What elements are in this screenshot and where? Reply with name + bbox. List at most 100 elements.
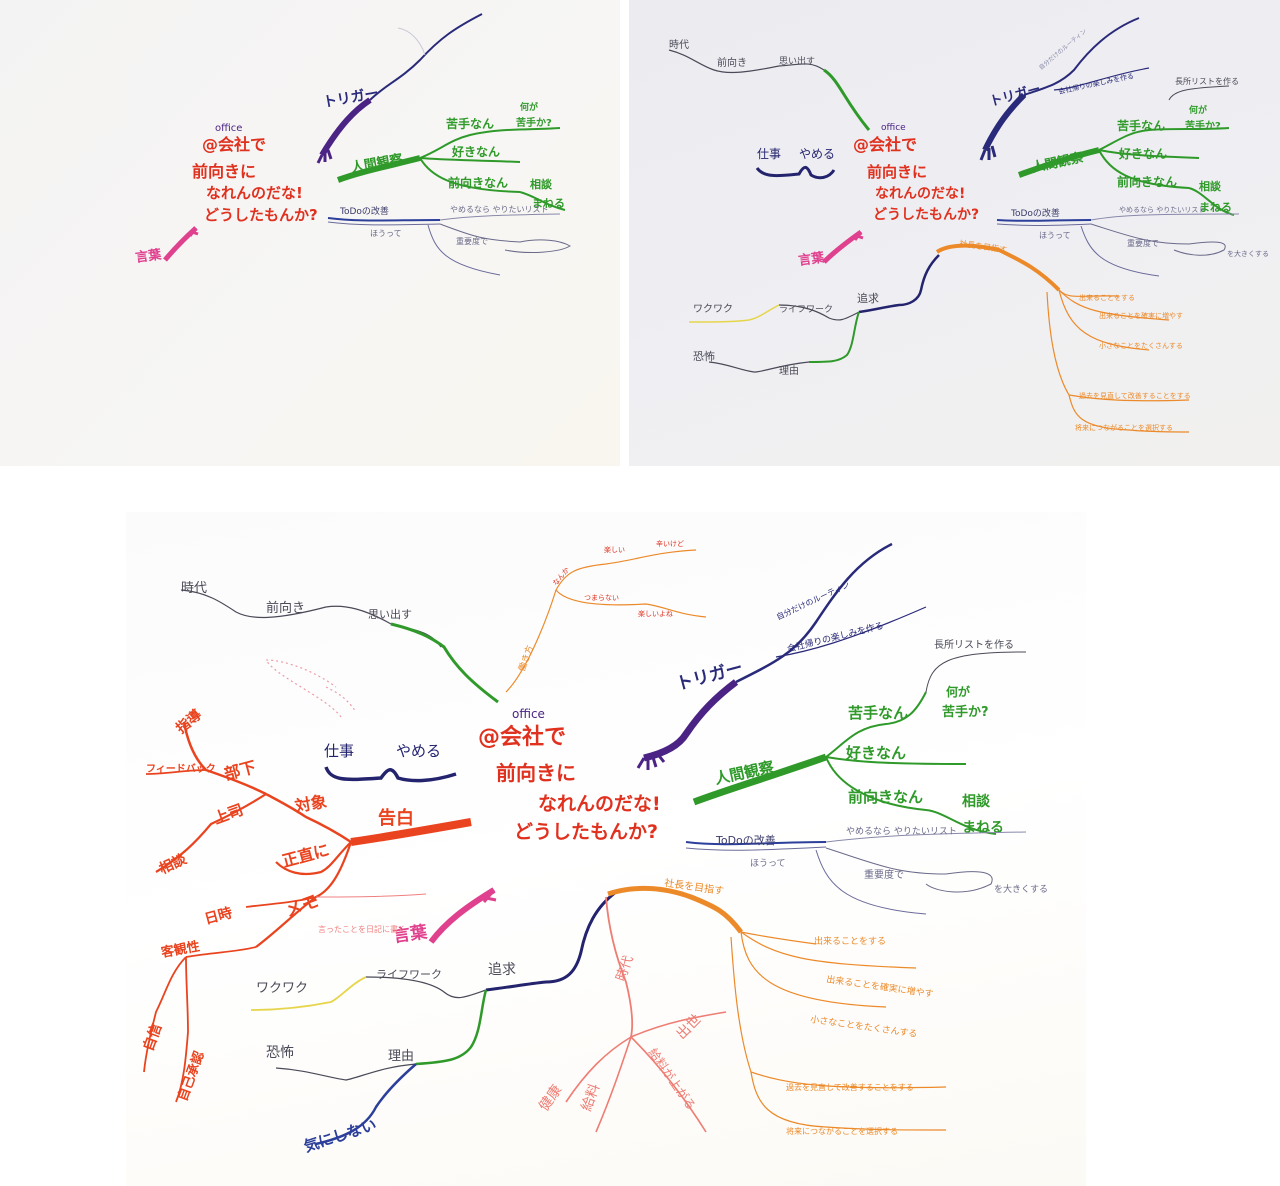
label-kousei: 客観性 [160, 938, 201, 961]
label-tsumaranai: つまらない [584, 594, 619, 602]
label-hourete: ほうって [750, 858, 786, 869]
human-branch-thick [336, 155, 421, 183]
label-nigateka: 苦手か? [942, 704, 989, 720]
trigger-branch-thick [982, 92, 1027, 152]
label-kyofu: 恐怖 [266, 1044, 294, 1061]
trigger-branch-root [979, 145, 997, 161]
todo-branch-main [685, 841, 827, 846]
label-manene: まねる [532, 197, 565, 210]
human-branch-maemuki [419, 157, 521, 193]
kaisha-branch [1053, 67, 1150, 91]
past-branch-line [668, 49, 825, 74]
label-life: ライフワーク [376, 968, 442, 981]
label-manene: まねる [1199, 201, 1232, 214]
kokuhaku-branch-thick [350, 818, 472, 846]
label-shippitsu: 重要度で [456, 236, 488, 246]
kotoba-branch [428, 887, 496, 944]
todo-branch-shade [327, 221, 441, 226]
center-line-1: @会社で [478, 724, 566, 750]
todo-branch-main [996, 219, 1092, 222]
label-shigoto: 仕事 [324, 742, 354, 760]
faded-pink-branch-2 [325, 686, 357, 713]
todo-branch-main [327, 217, 441, 222]
trigger-branch-thick [643, 679, 739, 762]
label-omoidasu: 思い出す [368, 607, 412, 621]
dekiru2-branch [1058, 289, 1170, 321]
label-yameru: やめるなら やりたいリスト [450, 205, 549, 214]
label-tsuraii: 辛いけど [656, 539, 684, 548]
kotoba-branch-tip [853, 231, 864, 241]
label-life: ライフワーク [779, 304, 833, 315]
shacho-branch-thick [607, 885, 743, 934]
label-chosho: 長所リストを作る [934, 639, 1014, 651]
label-suki: 好きなん [1118, 146, 1167, 161]
human-branch-maemuki [1098, 149, 1190, 189]
shojiki-branch [275, 841, 352, 876]
kako-branch [730, 936, 947, 1089]
todo-branch-loop [825, 847, 993, 893]
label-nanka: なんか [551, 566, 571, 587]
label-soudan: 相談 [1199, 179, 1222, 193]
shusse-branch [630, 1011, 727, 1038]
todo-branch-yameru [825, 831, 1027, 843]
center-line-3: なれんのだな! [206, 184, 303, 202]
label-shacho: 社長を目指す [664, 876, 725, 897]
todo-branch-lower [1080, 225, 1160, 277]
shorai-branch [1068, 394, 1190, 433]
human-branch-thick [692, 753, 828, 806]
label-tsuikyu: 追求 [488, 962, 516, 978]
trigger-branch-line [369, 13, 483, 101]
label-maemuki: 前向きなん [848, 788, 923, 806]
human-branch-suki [1098, 149, 1200, 159]
mindmap-photo-early: トリガー office @会社で 前向きに なれんのだな! どうしたもんか? 人… [0, 0, 620, 466]
jishin-branch [143, 956, 187, 1073]
label-kotoba: 言葉 [392, 921, 430, 947]
label-joshi: 上司 [211, 801, 245, 828]
todo-branch-yameru [439, 213, 561, 221]
label-nanigaa: 何が [946, 684, 970, 699]
label-todo: ToDoの改善 [715, 833, 776, 847]
kaisha-branch [775, 606, 927, 658]
label-soudan: 相談 [962, 793, 991, 810]
label-jidai: 時代 [181, 581, 207, 596]
label-manene: まねる [962, 820, 1004, 836]
center-line-4: どうしたもんか? [204, 206, 318, 224]
label-tsuikyu: 追求 [857, 291, 879, 305]
kyuuyo-branch [630, 1036, 707, 1133]
label-jidai: 時代 [669, 39, 689, 51]
human-branch-nigate [419, 127, 561, 159]
faded-pink-branch [264, 659, 342, 718]
trigger-twig [397, 27, 426, 56]
chosho-branch [925, 651, 1027, 693]
center-line-2: 前向きに [192, 162, 256, 181]
label-buka: 部下 [222, 757, 258, 784]
label-todo: ToDoの改善 [1010, 207, 1060, 219]
center-line-2: 前向きに [867, 163, 927, 181]
jiko-branch [175, 956, 189, 1103]
mindmap-final-svg: 時代 前向き 思い出す 仕事 やめる 働き方 楽しい なんか つまらない 楽しい… [140, 539, 1048, 1156]
shacho-branch-thick [935, 243, 1061, 292]
todo-branch-loop [439, 223, 571, 254]
mindmap-middle-svg: 時代 前向き 思い出す 仕事 やめる office @会社で 前向きに なれんの… [668, 17, 1269, 433]
label-jigyo: 指導 [173, 706, 205, 737]
label-kinishinai: 気にしない [302, 1116, 379, 1156]
label-ookiku: を大きくする [994, 883, 1048, 895]
chiisana-branch [1058, 289, 1150, 351]
label-omoidasu: 思い出す [779, 55, 815, 67]
label-trigger: トリガー [322, 85, 380, 110]
feedback-branch [145, 769, 207, 775]
riyu-branch [415, 989, 488, 1066]
joshi-branch [155, 793, 267, 873]
label-suki: 好きなん [845, 744, 906, 762]
waku-branch [250, 976, 367, 1011]
todo-branch-shade [996, 223, 1092, 226]
label-chiisana: 小さなことをたくさんする [810, 1014, 918, 1040]
label-chiisana: 小さなことをたくさんする [1099, 341, 1183, 350]
label-jiko: 自己承認 [175, 1049, 208, 1103]
human-branch-manene [1188, 187, 1235, 216]
human-branch-suki [419, 157, 521, 163]
riyu-branch [808, 311, 860, 363]
label-kyuryo: 給料 [579, 1082, 604, 1114]
kenkou-branch [565, 1036, 632, 1103]
label-trigger: トリガー [674, 658, 745, 695]
